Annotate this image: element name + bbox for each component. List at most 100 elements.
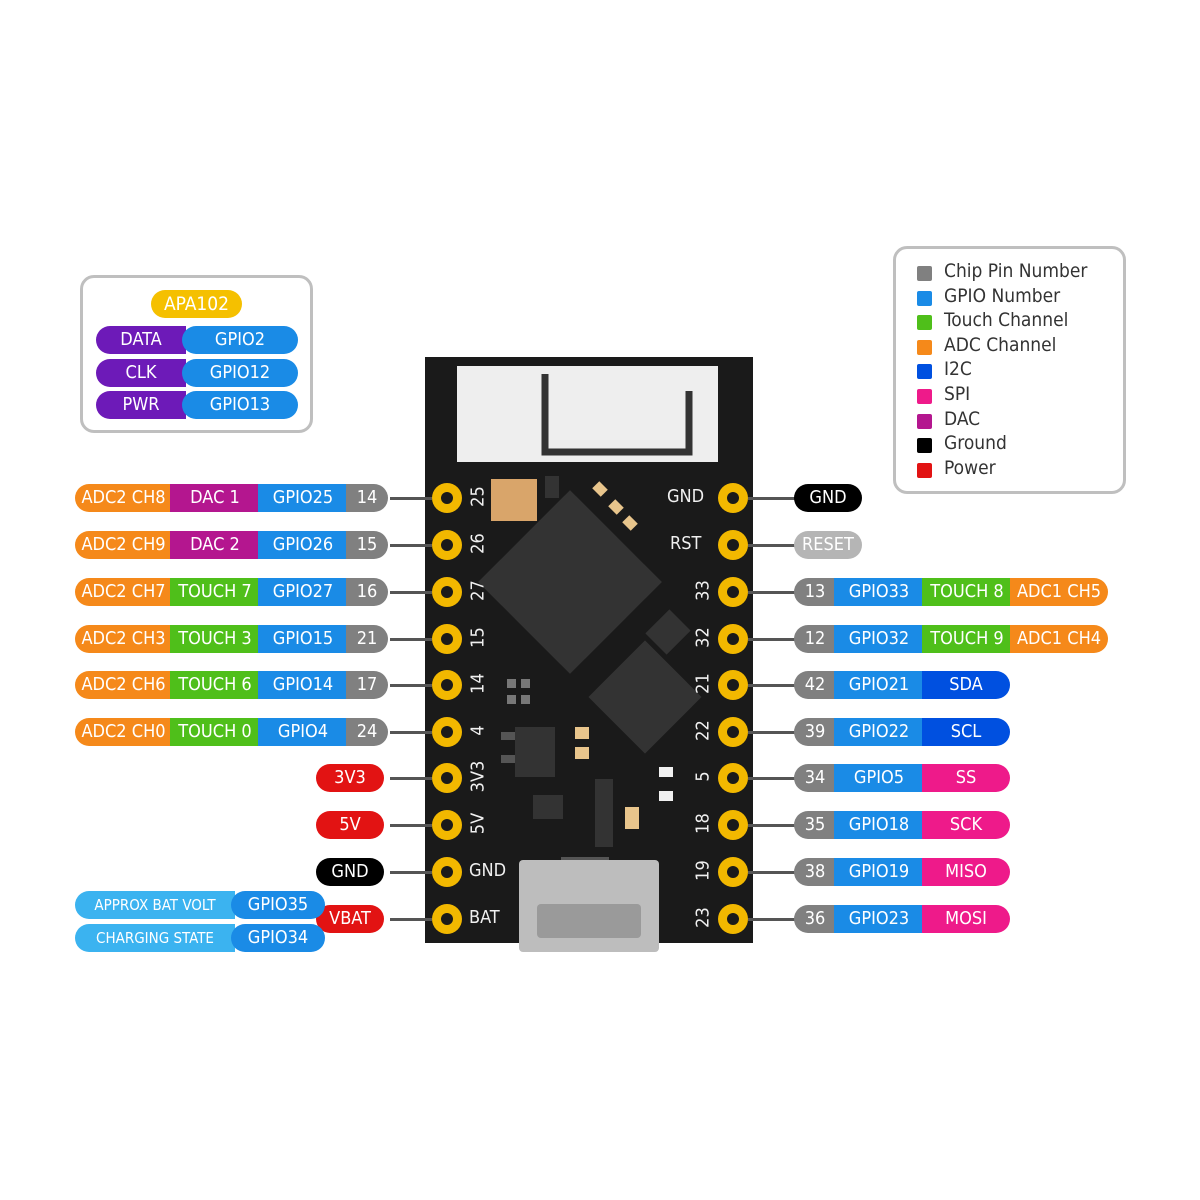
legend-swatch xyxy=(917,462,932,478)
silk-label: 14 xyxy=(467,673,489,694)
pin-pad xyxy=(718,530,748,560)
apa102-signal: CLK xyxy=(96,358,186,387)
pin-pad xyxy=(718,577,748,607)
spi-label: MOSI xyxy=(922,905,1010,933)
legend-label: SPI xyxy=(944,383,971,405)
gpio-label: GPIO21 xyxy=(834,671,924,699)
gpio-label: GPIO18 xyxy=(834,811,924,839)
gpio-label: GPIO34 xyxy=(231,924,325,952)
apa102-gpio: GPIO2 xyxy=(182,326,298,354)
touch-label: TOUCH 8 xyxy=(922,578,1012,606)
pin-pad xyxy=(432,763,462,793)
gpio-label: GPIO27 xyxy=(258,578,348,606)
battery-info-label: APPROX BAT VOLT xyxy=(75,891,235,919)
pin-wire xyxy=(390,638,432,641)
silk-label: GND xyxy=(667,486,705,507)
spi-label: SS xyxy=(922,764,1010,792)
pin-pad xyxy=(718,763,748,793)
pin-wire xyxy=(390,497,432,500)
pwr-label: 5V xyxy=(316,811,384,839)
pin-pad xyxy=(432,624,462,654)
silk-label: 23 xyxy=(692,907,714,928)
legend-label: DAC xyxy=(944,407,981,430)
legend-swatch xyxy=(917,389,932,404)
gpio-label: GPIO32 xyxy=(834,625,924,653)
gnd-label: GND xyxy=(794,484,862,512)
chip-pin-number: 21 xyxy=(346,625,388,653)
gpio-label: GPIO23 xyxy=(834,905,924,933)
pin-wire xyxy=(390,684,432,687)
gpio-label: GPIO22 xyxy=(834,718,924,746)
pin-wire xyxy=(390,871,432,874)
silk-label: 18 xyxy=(692,813,714,834)
adc-label: ADC2 CH3 xyxy=(75,625,172,653)
battery-info-label: CHARGING STATE xyxy=(75,924,235,952)
pin-pad xyxy=(718,904,748,934)
silk-label: 26 xyxy=(467,533,489,554)
pin-wire xyxy=(748,918,796,921)
adc-label: ADC1 CH4 xyxy=(1010,625,1108,653)
silk-label: 19 xyxy=(692,860,714,881)
chip-pin-number: 15 xyxy=(346,531,388,559)
silk-label: 15 xyxy=(467,627,489,648)
adc-label: ADC2 CH6 xyxy=(75,671,172,699)
adc-label: ADC2 CH8 xyxy=(75,484,172,512)
legend-swatch xyxy=(917,438,932,454)
pin-wire xyxy=(390,824,432,827)
pin-wire xyxy=(390,544,432,547)
pin-wire xyxy=(748,824,796,827)
pin-pad xyxy=(718,810,748,840)
apa102-signal: PWR xyxy=(96,391,186,419)
pin-pad xyxy=(432,577,462,607)
silk-label: 27 xyxy=(467,580,489,601)
adc-label: ADC1 CH5 xyxy=(1010,578,1108,606)
chip-pin-number: 39 xyxy=(794,718,836,746)
touch-label: TOUCH 6 xyxy=(170,671,260,699)
pin-pad xyxy=(432,717,462,747)
silk-label: 5 xyxy=(692,771,714,782)
gpio-label: GPIO33 xyxy=(834,578,924,606)
spi-label: MISO xyxy=(922,858,1010,886)
chip-pin-number: 34 xyxy=(794,764,836,792)
gpio-label: GPIO15 xyxy=(258,625,348,653)
silk-label: 5V xyxy=(467,812,489,835)
apa102-gpio: GPIO12 xyxy=(182,358,298,387)
silk-label: BAT xyxy=(469,907,500,928)
legend-label: ADC Channel xyxy=(944,333,1057,356)
chip-pin-number: 14 xyxy=(346,484,388,512)
silk-label: 4 xyxy=(467,725,489,736)
pin-wire xyxy=(748,684,796,687)
pin-pad xyxy=(432,670,462,700)
chip-pin-number: 17 xyxy=(346,671,388,699)
usb-port xyxy=(537,904,641,938)
chip-pin-number: 16 xyxy=(346,578,388,606)
legend-swatch xyxy=(917,339,932,355)
pwr-label: 3V3 xyxy=(316,764,384,792)
silk-label: 32 xyxy=(692,627,714,648)
chip-pin-number: 35 xyxy=(794,811,836,839)
gpio-label: GPIO26 xyxy=(258,531,348,559)
gpio-label: GPIO5 xyxy=(834,764,924,792)
touch-label: TOUCH 0 xyxy=(170,718,260,746)
chip-pin-number: 38 xyxy=(794,858,836,886)
pin-pad xyxy=(718,857,748,887)
legend-label: Power xyxy=(944,456,996,479)
i2c-label: SDA xyxy=(922,671,1010,699)
spi-label: SCK xyxy=(922,811,1010,839)
legend-label: I2C xyxy=(944,358,972,381)
gpio-label: GPIO25 xyxy=(258,484,348,512)
dac-label: DAC 2 xyxy=(170,531,260,559)
silk-label: 25 xyxy=(467,486,489,507)
gnd-label: GND xyxy=(316,858,384,886)
silk-label: GND xyxy=(469,860,507,881)
pin-wire xyxy=(748,544,796,547)
legend-swatch xyxy=(917,364,932,380)
adc-label: ADC2 CH0 xyxy=(75,718,172,746)
pin-wire xyxy=(748,497,796,500)
legend-label: Chip Pin Number xyxy=(944,260,1088,282)
rst-label: RESET xyxy=(794,531,862,559)
adc-label: ADC2 CH9 xyxy=(75,531,172,559)
gpio-label: GPIO35 xyxy=(231,891,325,919)
gpio-label: GPIO14 xyxy=(258,671,348,699)
